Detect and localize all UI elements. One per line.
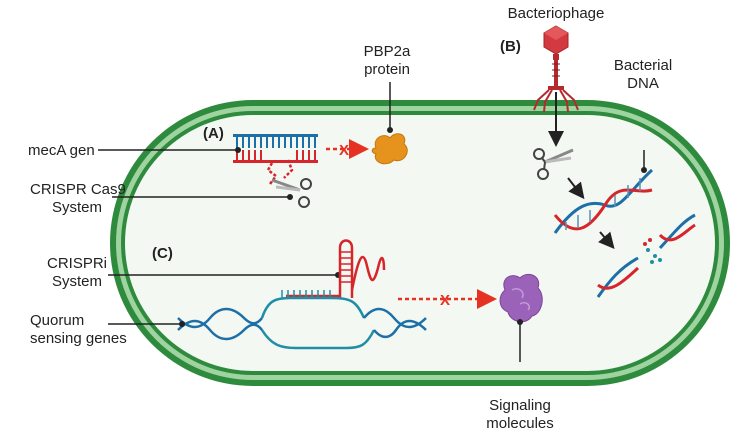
bacterial-dna-label-1: Bacterial [614, 57, 672, 74]
cut-arrow-1 [567, 177, 585, 200]
pbp2a-label-1: PBP2a [364, 43, 411, 60]
fragmented-dna [596, 213, 696, 298]
crispri-label-1: CRISPRi [47, 255, 107, 272]
crispri-label-2: System [52, 273, 102, 290]
pbp2a-label-2: protein [364, 61, 410, 78]
panel-a-label: (A) [203, 125, 224, 142]
panel-b-label: (B) [500, 38, 521, 55]
quorum-sensing-dna [177, 290, 427, 350]
scissors-icon-phage [533, 148, 574, 180]
bacterial-dna-helix [553, 168, 654, 234]
crispr-cas9-label-1: CRISPR Cas9 [30, 181, 126, 198]
scissors-icon-cas9 [271, 178, 312, 208]
signaling-label-1: Signaling [489, 397, 551, 414]
meca-block-x: X [339, 142, 349, 159]
cut-arrow-2 [598, 231, 615, 250]
quorum-label-1: Quorum [30, 312, 84, 329]
signaling-label-2: molecules [486, 415, 554, 432]
signaling-molecule-icon [499, 273, 543, 323]
meca-gene [233, 134, 318, 185]
quorum-label-2: sensing genes [30, 330, 127, 347]
bacterial-dna-label-2: DNA [627, 75, 659, 92]
bacteriophage-icon [533, 25, 579, 113]
bacteriophage-label: Bacteriophage [508, 5, 605, 22]
crispr-cas9-label-2: System [52, 199, 102, 216]
meca-gen-label: mecA gen [28, 142, 95, 159]
pbp2a-protein-icon [371, 133, 408, 165]
cell-envelope [110, 100, 730, 386]
quorum-block-x: X [440, 292, 450, 309]
panel-c-label: (C) [152, 245, 173, 262]
crispri-guide-rna [286, 239, 386, 298]
